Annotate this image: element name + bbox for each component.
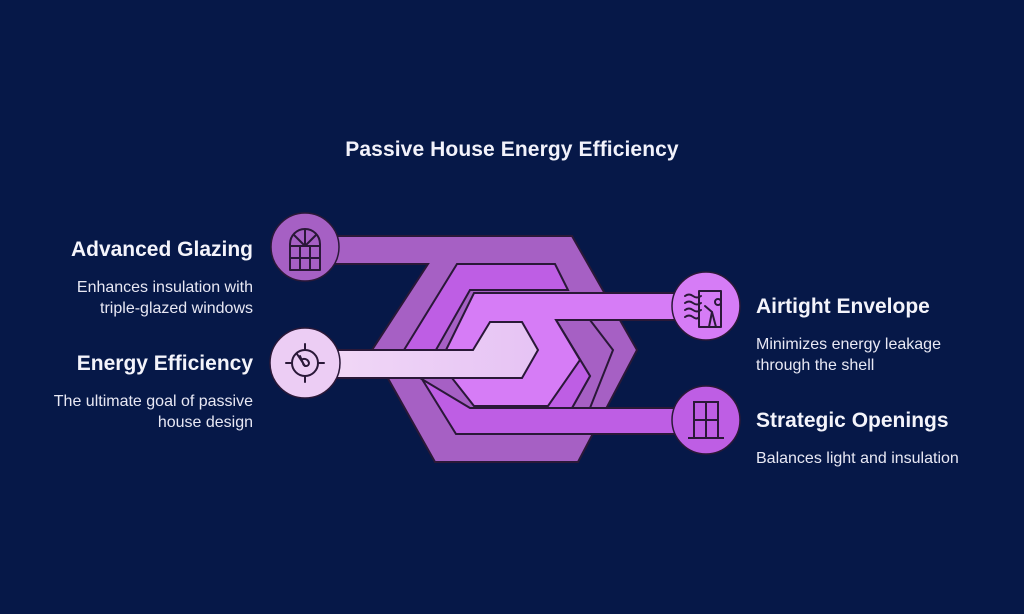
- advanced-glazing-heading: Advanced Glazing: [70, 238, 253, 261]
- airtight-envelope-description: Minimizes energy leakage through the she…: [756, 336, 941, 374]
- strategic-openings-description: Balances light and insulation: [756, 450, 959, 467]
- diagram-title: Passive House Energy Efficiency: [345, 138, 679, 161]
- inner-band-energy-efficiency: [304, 321, 540, 379]
- air-leak-door-icon: [684, 290, 722, 328]
- strategic-openings-block: Strategic Openings Balances light and in…: [756, 408, 1016, 469]
- strategic-openings-heading: Strategic Openings: [756, 409, 949, 432]
- energy-efficiency-block: Energy Efficiency The ultimate goal of p…: [0, 351, 253, 433]
- airtight-envelope-node: [671, 271, 741, 341]
- window-icon: [688, 401, 724, 439]
- energy-efficiency-node: [269, 327, 341, 399]
- advanced-glazing-node: [270, 212, 340, 282]
- airtight-envelope-block: Airtight Envelope Minimizes energy leaka…: [756, 294, 1016, 376]
- gauge-target-icon: [285, 343, 325, 383]
- advanced-glazing-block: Advanced Glazing Enhances insulation wit…: [0, 237, 253, 319]
- advanced-glazing-description: Enhances insulation with triple-glazed w…: [76, 279, 253, 317]
- arched-window-icon: [289, 228, 321, 271]
- airtight-envelope-heading: Airtight Envelope: [756, 295, 930, 318]
- energy-efficiency-heading: Energy Efficiency: [76, 352, 253, 375]
- energy-efficiency-description: The ultimate goal of passive house desig…: [53, 393, 253, 431]
- strategic-openings-node: [671, 385, 741, 455]
